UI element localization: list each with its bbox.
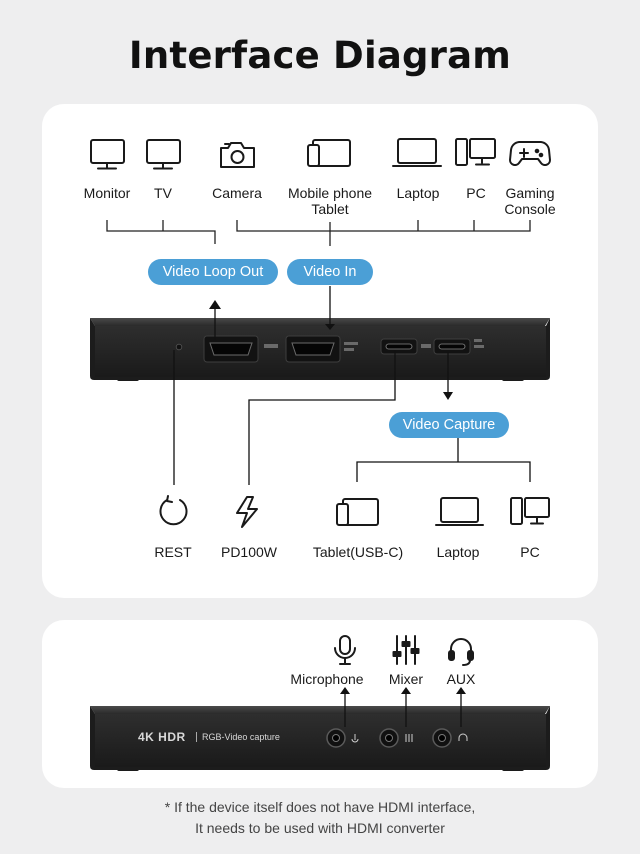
- label-camera: Camera: [212, 185, 262, 201]
- label-console: Console: [504, 201, 556, 217]
- arrow-up-loop-out: [209, 300, 221, 309]
- arrow-down-video-in: [325, 324, 335, 330]
- device-model-text: RGB-Video capture: [196, 732, 280, 742]
- label-aux: AUX: [446, 671, 476, 687]
- footnote-line-1: * If the device itself does not have HDM…: [164, 799, 476, 815]
- headset-icon: [448, 638, 474, 666]
- label-laptop: Laptop: [396, 185, 440, 201]
- monitor-icon: [90, 139, 125, 170]
- label-tv: TV: [154, 185, 172, 201]
- hdmi-out-port: [203, 335, 259, 363]
- label-laptop-bottom: Laptop: [436, 544, 480, 560]
- label-microphone: Microphone: [290, 671, 364, 687]
- microphone-icon: [334, 635, 356, 665]
- phone-tablet-icon: [307, 139, 351, 167]
- source-connector-lines: [106, 220, 531, 246]
- lightning-icon: [236, 496, 258, 528]
- pc-icon: [455, 138, 496, 166]
- arrow-up-mixer: [401, 687, 411, 694]
- device-front: [90, 706, 550, 771]
- laptop-icon: [392, 138, 442, 167]
- label-tablet-usbc: Tablet(USB-C): [312, 544, 404, 560]
- footnote-line-2: It needs to be used with HDMI converter: [195, 820, 445, 836]
- laptop-bottom-icon: [435, 497, 484, 526]
- pill-video-in: Video In: [287, 259, 373, 285]
- tv-icon: [146, 139, 181, 170]
- label-pd100w: PD100W: [220, 544, 278, 560]
- pc-bottom-icon: [510, 497, 550, 525]
- label-mixer: Mixer: [388, 671, 424, 687]
- device-rear: [90, 318, 550, 381]
- page-title: Interface Diagram: [128, 34, 512, 77]
- label-pc-bottom: PC: [520, 544, 540, 560]
- port-connector-lines: [173, 286, 531, 485]
- pill-video-capture: Video Capture: [389, 412, 509, 438]
- arrow-up-mic: [340, 687, 350, 694]
- label-pc: PC: [466, 185, 486, 201]
- usbc-pd-port: [380, 338, 418, 355]
- label-monitor: Monitor: [83, 185, 131, 201]
- camera-icon: [220, 142, 255, 168]
- audio-connector-lines: [344, 690, 462, 727]
- arrow-up-aux: [456, 687, 466, 694]
- hdmi-in-port: [285, 335, 341, 363]
- aux-jack: [432, 728, 452, 748]
- label-gaming: Gaming: [505, 185, 555, 201]
- mixer-icon: [392, 635, 420, 665]
- usbc-capture-port: [433, 338, 471, 355]
- label-rest: REST: [154, 544, 192, 560]
- arrow-down-capture: [443, 392, 453, 400]
- mic-jack: [326, 728, 346, 748]
- reset-icon: [159, 495, 188, 526]
- gamepad-icon: [509, 141, 551, 166]
- tablet-icon: [336, 498, 379, 526]
- label-mobile-phone: Mobile phone: [287, 185, 373, 201]
- pill-video-loop-out: Video Loop Out: [148, 259, 278, 285]
- label-tablet: Tablet: [311, 201, 349, 217]
- mixer-jack: [379, 728, 399, 748]
- device-brand-text: 4K HDR: [138, 730, 186, 744]
